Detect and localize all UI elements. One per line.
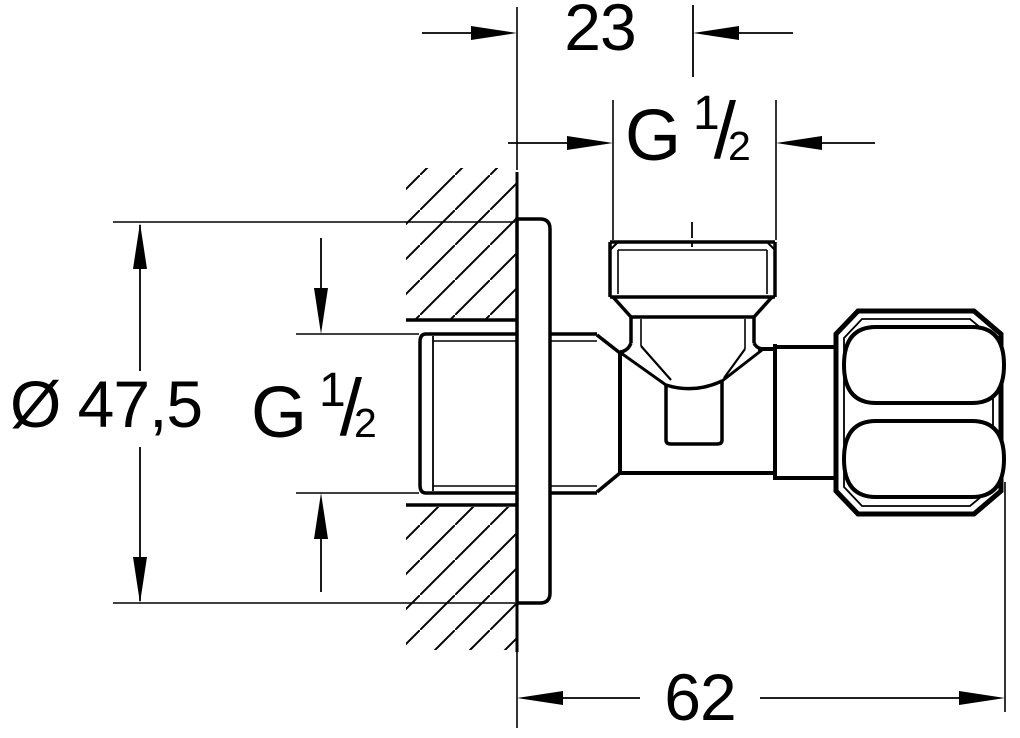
thread-size-denominator: 2 [728,123,751,169]
dimension-depth [517,482,1005,728]
thread-size-denominator: 2 [354,400,377,446]
dim-label-plate-diameter: Ø 47,5 [10,371,202,437]
dim-label-inlet-thread: G1/2 [251,370,377,450]
wall-hatching [406,168,517,652]
escutcheon-plate [517,219,550,603]
thread-size-letter: G [251,373,307,453]
dim-label-depth: 62 [640,664,760,730]
body-shoulder [613,297,772,352]
top-connection-nut [610,242,775,297]
thread-size-letter: G [625,96,681,176]
dim-label-top-thread: G1/2 [625,93,751,173]
handle-knob [836,311,1004,514]
internal-funnel [621,346,762,444]
dim-label-wall-offset: 23 [540,0,660,60]
valve-body [610,242,775,480]
outlet-connector [775,347,836,478]
